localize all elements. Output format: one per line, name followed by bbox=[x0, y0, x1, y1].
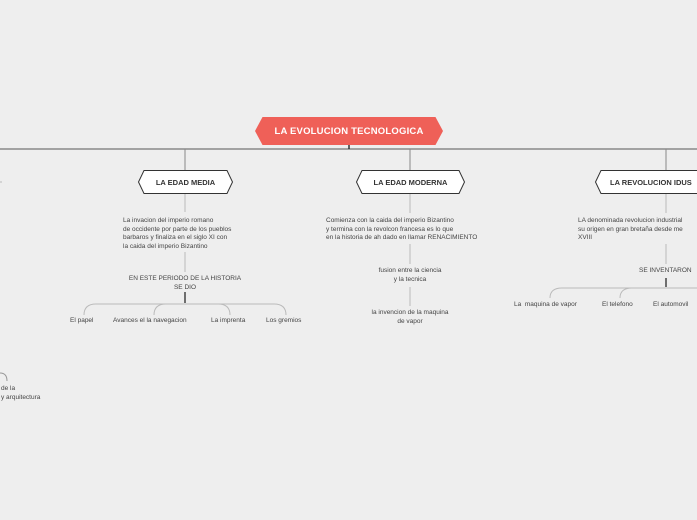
item-la-imprenta[interactable]: La imprenta bbox=[211, 317, 246, 324]
root-label: LA EVOLUCION TECNOLOGICA bbox=[274, 125, 424, 137]
edad-media-description[interactable]: La invacion del imperio romano de occide… bbox=[123, 217, 232, 250]
edad-moderna-description[interactable]: Comienza con la caida del imperio Bizant… bbox=[326, 217, 478, 241]
branch-revolucion[interactable]: LA REVOLUCION IDUS bbox=[595, 170, 697, 194]
revolucion-description[interactable]: LA denominada revolucion industrial su o… bbox=[578, 217, 683, 241]
item-avances-navegacion[interactable]: Avances el la navegacion bbox=[113, 317, 187, 324]
item-los-gremios[interactable]: Los gremios bbox=[266, 317, 302, 324]
branch-edad-moderna[interactable]: LA EDAD MODERNA bbox=[356, 170, 465, 194]
root-node[interactable]: LA EVOLUCION TECNOLOGICA bbox=[255, 117, 443, 145]
left-fragment-text[interactable]: de la y arquitectura bbox=[1, 385, 41, 401]
revolucion-subheading[interactable]: SE INVENTARON bbox=[639, 267, 692, 274]
bracket-left-fragment bbox=[0, 372, 8, 382]
edad-moderna-point-ciencia[interactable]: fusion entre la ciencia y la tecnica bbox=[378, 267, 442, 283]
branch-revolucion-title: LA REVOLUCION IDUS bbox=[610, 177, 692, 187]
edad-media-subheading[interactable]: EN ESTE PERIODO DE LA HISTORIA SE DIO bbox=[128, 275, 242, 291]
item-el-automovil[interactable]: El automovil bbox=[653, 301, 689, 308]
item-el-papel[interactable]: El papel bbox=[70, 317, 94, 324]
branch-edad-moderna-title: LA EDAD MODERNA bbox=[373, 177, 448, 187]
bracket-revolucion bbox=[549, 287, 697, 299]
branch-edad-media[interactable]: LA EDAD MEDIA bbox=[138, 170, 233, 194]
item-el-telefono[interactable]: El telefono bbox=[602, 301, 633, 308]
item-maquina-vapor[interactable]: La maquina de vapor bbox=[514, 301, 577, 308]
bracket-edad-media bbox=[83, 303, 287, 316]
edad-moderna-point-maquina[interactable]: la invencion de la maquina de vapor bbox=[371, 309, 449, 325]
branch-edad-media-title: LA EDAD MEDIA bbox=[155, 177, 216, 187]
